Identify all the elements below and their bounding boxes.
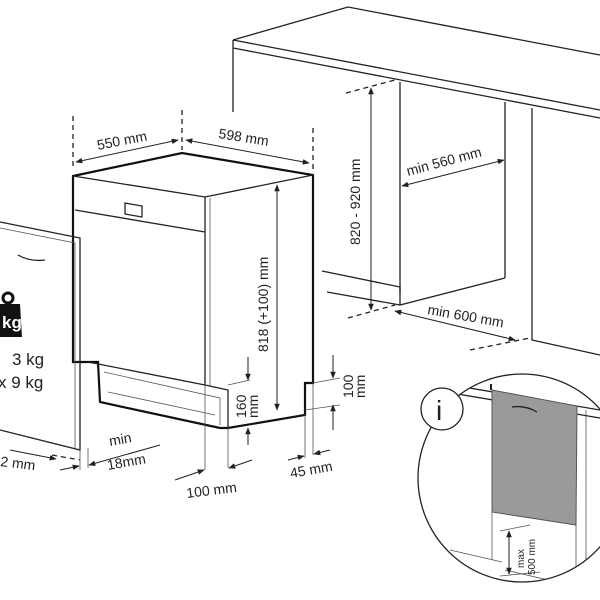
kitchen-niche xyxy=(232,6,600,356)
min-gap-label-2: 18mm xyxy=(106,450,147,473)
niche-height-label: 820 - 920 mm xyxy=(347,159,363,245)
max-height-label-1: max xyxy=(516,549,527,568)
niche-depth-label: min 600 mm xyxy=(426,301,505,330)
door-thickness-label: 2 mm xyxy=(0,453,36,473)
furniture-door xyxy=(0,221,161,471)
door-handle xyxy=(17,254,46,262)
plinth-height-label-2: mm xyxy=(245,395,261,418)
foot-setback-label: 45 mm xyxy=(289,458,334,481)
plinth-setback-label: 100 mm xyxy=(185,479,237,501)
niche-width-label: min 560 mm xyxy=(405,144,484,179)
info-icon xyxy=(420,387,464,431)
info-inset: i xyxy=(417,373,600,583)
foot-height-label-1: 100 xyxy=(340,374,356,398)
foot-height-label-2: mm xyxy=(352,375,368,398)
info-icon-glyph: i xyxy=(436,395,442,426)
weight-kg-icon: kg xyxy=(0,291,22,337)
depth-label: 550 mm xyxy=(96,128,149,153)
dishwasher xyxy=(71,110,341,481)
plinth-height-label-1: 160 xyxy=(233,394,249,418)
control-handle xyxy=(124,202,143,218)
max-height-label-2: 500 mm xyxy=(527,539,538,575)
door-weight-min: 3 kg xyxy=(12,350,44,369)
min-gap-label-1: min xyxy=(108,429,133,449)
width-label: 598 mm xyxy=(218,125,270,149)
height-label: 818 (+100) mm xyxy=(255,257,271,352)
door-weight-max: x 9 kg xyxy=(0,373,43,392)
svg-text:kg: kg xyxy=(2,313,22,332)
